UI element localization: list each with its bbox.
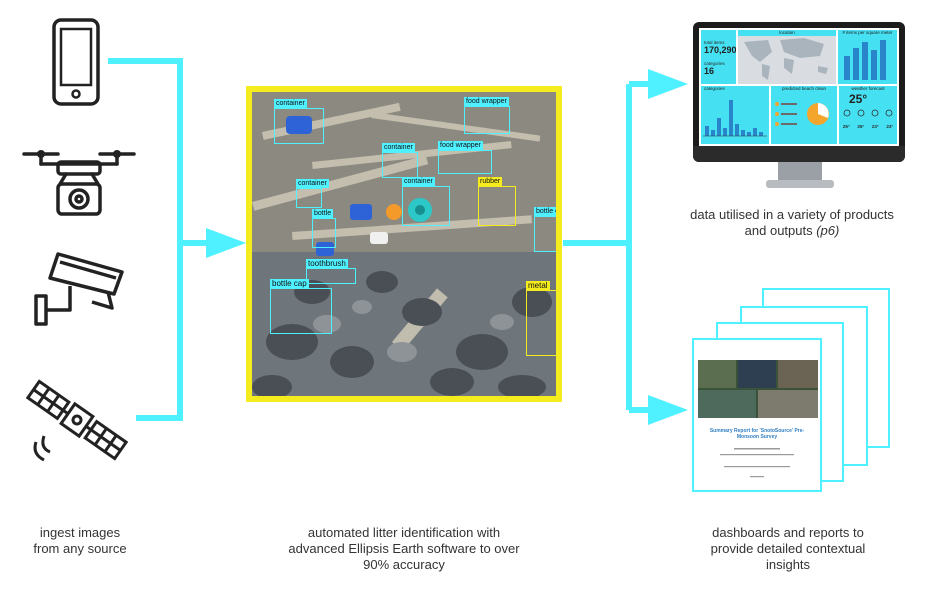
detection-box: container xyxy=(402,186,450,226)
caption-line: ingest images xyxy=(10,525,150,541)
world-map xyxy=(738,36,836,84)
detection-box: metal xyxy=(526,290,560,356)
report-front-page: Summary Report for 'SnotoSource' Pre-Mon… xyxy=(692,338,822,492)
detection-box: food wrapper xyxy=(438,150,492,174)
arrow-to-processing xyxy=(206,228,246,258)
arrow-to-dashboard xyxy=(648,69,688,99)
categories-tile: categories xyxy=(701,86,769,144)
report-text-lines xyxy=(694,444,824,484)
caption-line: automated litter identification with xyxy=(242,525,566,541)
caption-line: provide detailed contextual xyxy=(668,541,908,557)
detection-box: rubber xyxy=(478,186,516,226)
detection-label: rubber xyxy=(478,177,502,186)
items-label: total items xyxy=(701,30,736,45)
location-map-tile: location xyxy=(738,30,836,84)
caption-line: 90% accuracy xyxy=(242,557,566,573)
predicted-clean-legend xyxy=(771,92,837,142)
totals-tile: total items 170,290 categories 16 xyxy=(701,30,736,84)
report-title: Summary Report for 'SnotoSource' Pre-Mon… xyxy=(704,428,810,440)
caption-line: dashboards and reports to xyxy=(668,525,908,541)
forecast-day-temp: 25° xyxy=(857,124,864,129)
source-bracket xyxy=(108,61,180,418)
predicted-clean-tile: predicted beach clean xyxy=(771,86,837,144)
detection-label: container xyxy=(274,99,307,108)
forecast-day-temp: 23° xyxy=(886,124,893,129)
forecast-day-temp: 25° xyxy=(843,124,850,129)
forecast-day-temp: 23° xyxy=(872,124,879,129)
monitor-stand xyxy=(766,180,834,188)
detection-label: bottle xyxy=(312,209,333,218)
caption-line: advanced Ellipsis Earth software to over xyxy=(242,541,566,557)
weather-tile: weather forecast 25° 25° 25° 23° 23° xyxy=(839,86,897,144)
sources-caption: ingest images from any source xyxy=(10,525,150,557)
detection-box: bottle ca xyxy=(534,216,562,252)
detection-label: food wrapper xyxy=(464,97,509,106)
dashboard-monitor: total items 170,290 categories 16 locati… xyxy=(693,22,905,162)
drone-icon xyxy=(18,148,140,218)
satellite-icon xyxy=(24,372,130,468)
monitor-neck xyxy=(778,162,822,180)
detection-box: bottle xyxy=(312,218,336,248)
detection-box: container xyxy=(382,152,418,178)
annotated-litter-photo: container food wrapper container food wr… xyxy=(246,86,562,402)
detection-label: container xyxy=(296,179,329,188)
categories-chart xyxy=(701,92,769,142)
forecast-days: 25° 25° 23° 23° xyxy=(839,124,897,129)
weather-icons xyxy=(839,107,897,119)
security-camera-icon xyxy=(30,250,126,328)
processing-caption: automated litter identification with adv… xyxy=(242,525,566,573)
detection-label: container xyxy=(382,143,415,152)
items-value: 170,290 xyxy=(701,45,736,55)
smartphone-icon xyxy=(50,18,102,106)
monitor-bezel xyxy=(693,146,905,162)
detection-label: bottle ca xyxy=(534,207,562,216)
detection-box: container xyxy=(274,108,324,144)
caption-line: insights xyxy=(668,557,908,573)
caption-line: and outputs xyxy=(745,223,817,238)
detection-box: bottle cap xyxy=(270,288,332,334)
dashboard-screen: total items 170,290 categories 16 locati… xyxy=(699,28,899,146)
products-caption: data utilised in a variety of products a… xyxy=(654,207,930,239)
detection-label: food wrapper xyxy=(438,141,483,150)
per-sqm-tile: # items per square meter xyxy=(838,30,897,84)
report-photo-grid xyxy=(698,360,818,418)
detection-box: food wrapper xyxy=(464,106,510,134)
detection-box: toothbrush xyxy=(306,268,356,284)
caption-line: data utilised in a variety of products xyxy=(654,207,930,223)
caption-line: from any source xyxy=(10,541,150,557)
categories-value: 16 xyxy=(701,66,736,76)
detection-label: bottle cap xyxy=(270,279,309,288)
detection-label: toothbrush xyxy=(306,259,348,268)
forecast-temp: 25° xyxy=(839,92,897,106)
page-reference: (p6) xyxy=(816,223,839,238)
detection-label: container xyxy=(402,177,435,186)
arrow-to-reports xyxy=(648,395,688,425)
reports-caption: dashboards and reports to provide detail… xyxy=(668,525,908,573)
report-photos xyxy=(698,360,818,418)
detection-label: metal xyxy=(526,281,550,290)
detection-box: container xyxy=(296,188,322,208)
categories-label: categories xyxy=(701,55,736,66)
per-sqm-bars xyxy=(838,36,897,82)
